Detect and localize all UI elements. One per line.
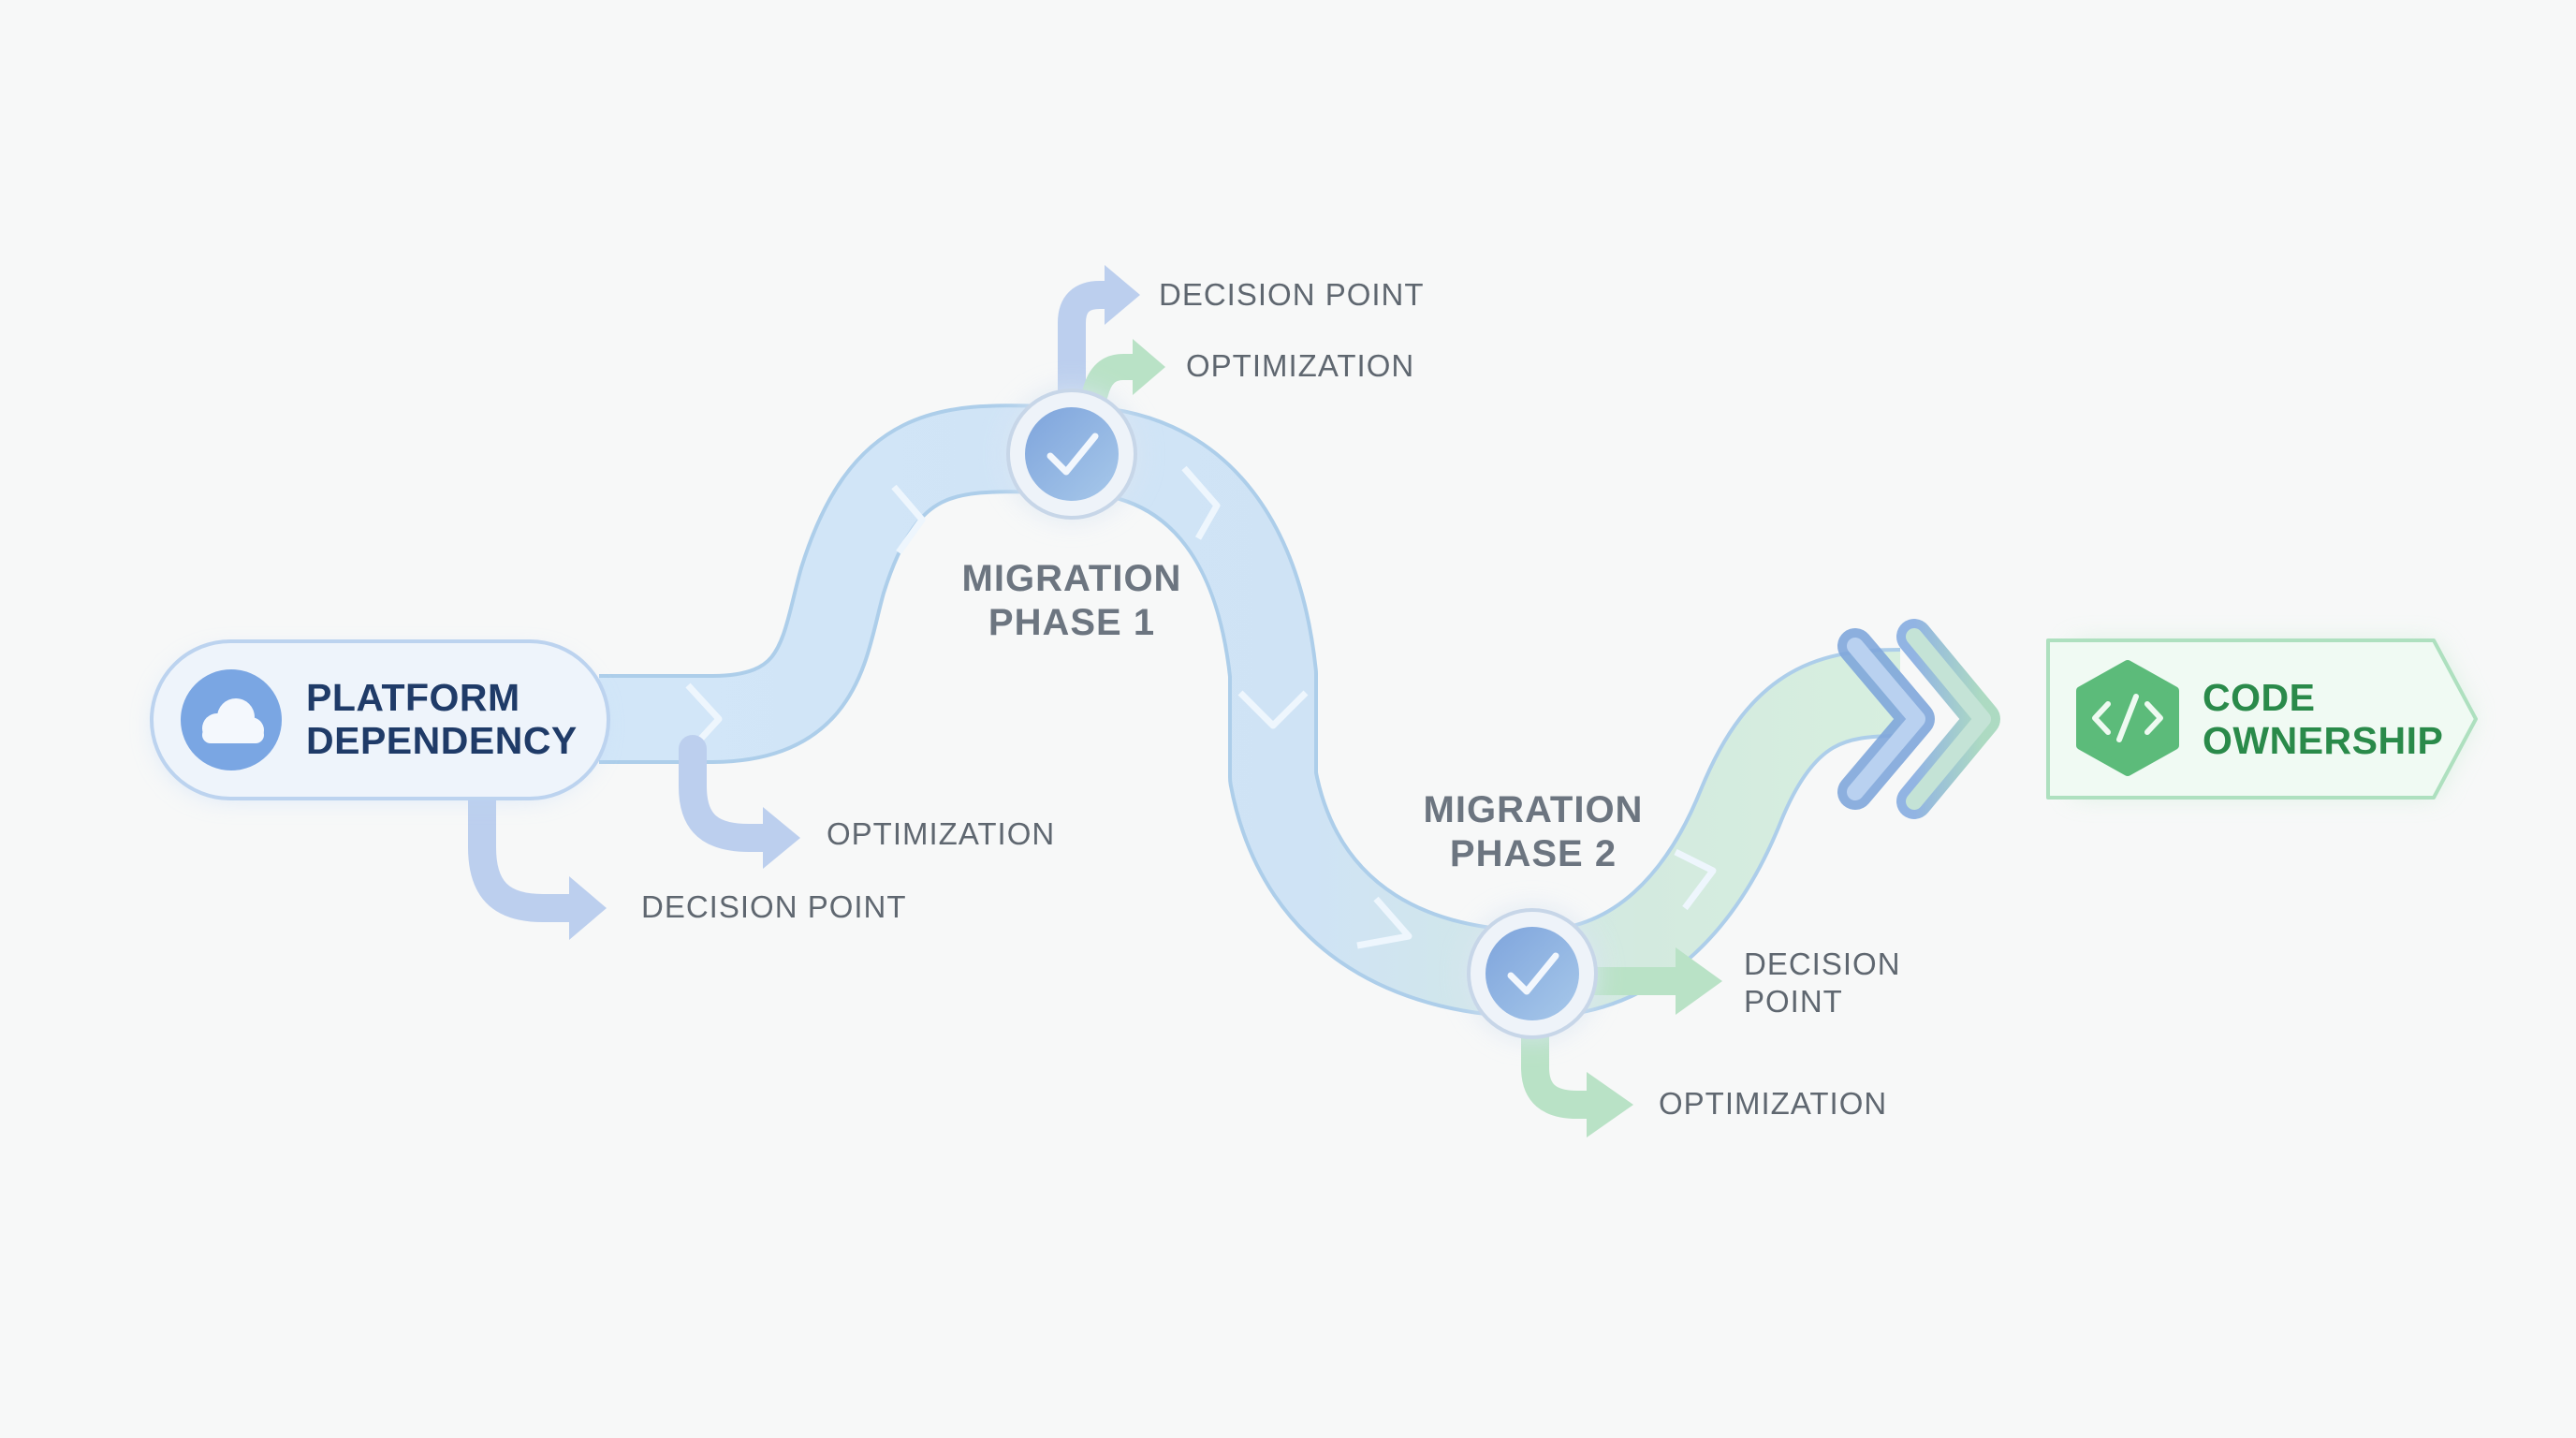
- phase1-optimization-label: OPTIMIZATION: [1186, 348, 1415, 383]
- phase2-optimization-label: OPTIMIZATION: [1659, 1086, 1888, 1121]
- flow-chevrons: [685, 465, 1717, 949]
- phase1-check-badge: [1006, 389, 1137, 520]
- start-optimization-label: OPTIMIZATION: [827, 816, 1056, 851]
- phase2-label-line2: PHASE 2: [1449, 833, 1617, 874]
- flow-chevron: [1181, 465, 1221, 540]
- phase2-optimization-arrow: [1521, 1016, 1605, 1119]
- main-flow-path: [599, 404, 1901, 1019]
- check-icon: [1046, 433, 1099, 476]
- phase1-decision-label: DECISION POINT: [1159, 277, 1425, 312]
- start-optimization-arrowhead: [763, 807, 800, 869]
- cloud-icon: [202, 698, 264, 743]
- phase1-optimization-arrowhead: [1133, 339, 1165, 395]
- flow-chevron: [891, 484, 926, 555]
- phase1-optimization-arrow: [1082, 354, 1150, 406]
- phase2-decision-label-line2: POINT: [1744, 984, 1843, 1019]
- phase2-decision-arrowhead: [1676, 947, 1722, 1015]
- phase2-decision-label: DECISION POINT: [1744, 946, 1901, 1020]
- start-decision-arrowhead: [569, 876, 607, 940]
- phase2-decision-label-line1: DECISION: [1744, 946, 1901, 981]
- end-node-label: CODE OWNERSHIP: [2203, 676, 2443, 762]
- start-node-label: PLATFORM DEPENDENCY: [306, 676, 578, 762]
- phase2-check-badge: [1467, 908, 1598, 1039]
- flow-chevron: [1356, 896, 1412, 949]
- phase2-label-line1: MIGRATION: [1423, 789, 1644, 830]
- phase2-label: MIGRATION PHASE 2: [1412, 788, 1655, 876]
- end-node-label-line2: OWNERSHIP: [2203, 719, 2444, 762]
- start-decision-label: DECISION POINT: [641, 889, 907, 924]
- phase1-decision-arrow: [1058, 281, 1123, 417]
- phase1-branches: [1058, 265, 1165, 417]
- phase1-decision-arrowhead: [1105, 265, 1140, 325]
- flow-chevron: [1237, 690, 1309, 729]
- end-node: [2046, 638, 2478, 800]
- phase2-optimization-arrowhead: [1587, 1072, 1633, 1137]
- end-node-label-line1: CODE: [2203, 676, 2316, 719]
- phase1-label-line1: MIGRATION: [961, 558, 1182, 599]
- start-node-label-line1: PLATFORM: [306, 676, 520, 719]
- start-node: [150, 639, 610, 800]
- phase2-branches: [1521, 947, 1722, 1137]
- start-optimization-arrow: [679, 735, 782, 852]
- start-decision-arrow: [468, 782, 585, 922]
- phase1-label-line2: PHASE 1: [988, 602, 1156, 643]
- end-double-chevron-icon: [1837, 619, 2000, 819]
- code-brackets-icon: [2092, 694, 2163, 742]
- phase1-label: MIGRATION PHASE 1: [950, 557, 1193, 645]
- start-node-label-line2: DEPENDENCY: [306, 719, 578, 762]
- flow-chevron: [1674, 848, 1717, 911]
- start-branches: [468, 735, 800, 940]
- check-icon: [1507, 952, 1559, 995]
